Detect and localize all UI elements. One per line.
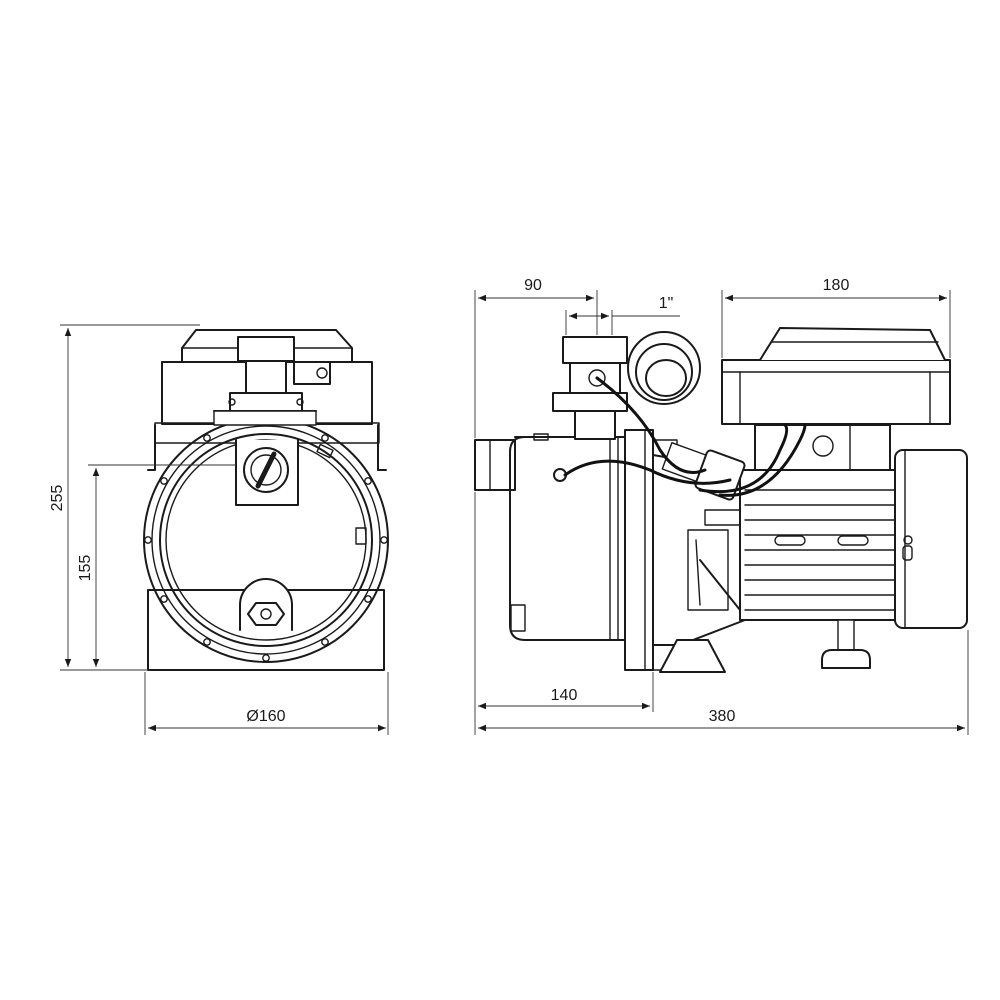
dim-total-length: 380 [709, 708, 736, 725]
dim-diameter: Ø160 [246, 708, 285, 725]
side-outlet-fitting [562, 336, 628, 364]
dim-height-total: 255 [49, 485, 66, 512]
dim-motor-width: 180 [823, 277, 850, 294]
side-inlet-pipe [474, 439, 516, 491]
motor-fins [744, 489, 896, 611]
side-terminal-box [754, 424, 891, 471]
side-view [474, 327, 968, 673]
side-dimensions: 90 1" 180 140 380 [474, 277, 969, 735]
front-dimensions: 255 155 Ø160 [49, 324, 389, 735]
dim-inlet-offset: 90 [524, 277, 542, 294]
dim-thread-size: 1" [659, 295, 674, 312]
side-pump-housing [509, 436, 626, 641]
dim-height-outlet: 155 [77, 555, 94, 582]
front-view [143, 329, 389, 671]
side-motor-cap [894, 449, 968, 629]
side-wires [563, 376, 807, 497]
side-cable-coil [627, 331, 701, 405]
side-control-unit [721, 359, 951, 425]
side-motor-body [739, 469, 896, 621]
dim-front-to-flange: 140 [551, 687, 578, 704]
